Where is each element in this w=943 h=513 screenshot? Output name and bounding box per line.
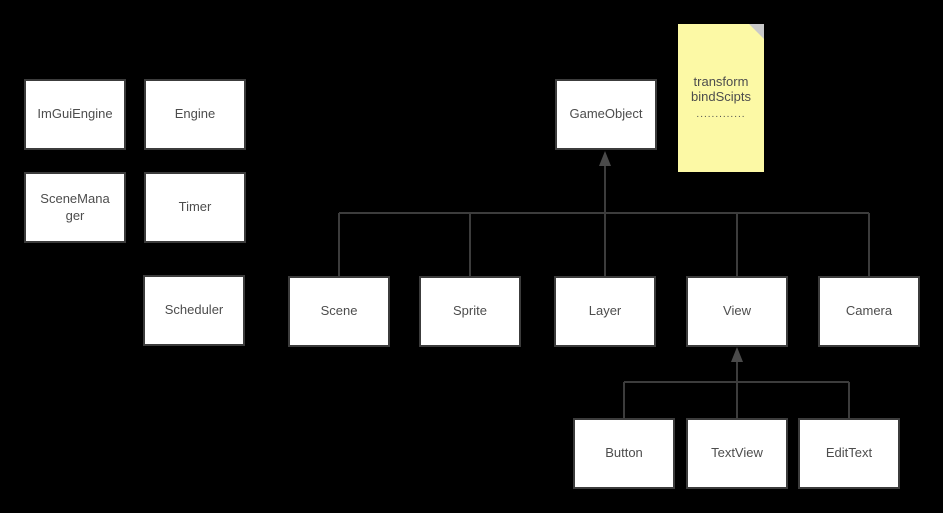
node-label: TextView <box>711 445 763 461</box>
node-gameobject[interactable]: GameObject <box>555 79 657 150</box>
node-label: SceneManager <box>40 191 110 223</box>
node-button[interactable]: Button <box>573 418 675 489</box>
arrowhead-up-gameobject-icon <box>599 151 611 166</box>
node-edittext[interactable]: EditText <box>798 418 900 489</box>
node-sprite[interactable]: Sprite <box>419 276 521 347</box>
node-imguiengine[interactable]: ImGuiEngine <box>24 79 126 150</box>
node-view[interactable]: View <box>686 276 788 347</box>
arrowhead-up-view-icon <box>731 347 743 362</box>
note-text: transform bindScipts ............. <box>691 74 751 122</box>
node-label: Button <box>605 445 643 461</box>
node-camera[interactable]: Camera <box>818 276 920 347</box>
node-label: Camera <box>845 303 893 319</box>
note-line: bindScipts <box>691 89 751 104</box>
node-scene[interactable]: Scene <box>288 276 390 347</box>
node-label: Scene <box>320 303 358 319</box>
node-scenemanager[interactable]: SceneManager <box>24 172 126 243</box>
note-line: transform <box>693 74 749 89</box>
node-timer[interactable]: Timer <box>144 172 246 243</box>
note-line-dots: ............. <box>696 109 746 120</box>
node-scheduler[interactable]: Scheduler <box>143 275 245 346</box>
node-layer[interactable]: Layer <box>554 276 656 347</box>
node-label: ImGuiEngine <box>37 106 113 122</box>
node-textview[interactable]: TextView <box>686 418 788 489</box>
node-label: Scheduler <box>164 302 224 318</box>
node-label: Layer <box>588 303 622 319</box>
node-engine[interactable]: Engine <box>144 79 246 150</box>
note-folded-corner-icon <box>749 24 764 39</box>
node-label: GameObject <box>569 106 643 122</box>
sticky-note[interactable]: transform bindScipts ............. <box>678 24 764 172</box>
node-label: EditText <box>825 445 873 461</box>
node-label: Engine <box>174 106 216 122</box>
node-label: Timer <box>178 199 212 215</box>
node-label: View <box>723 303 751 319</box>
node-label: Sprite <box>453 303 487 319</box>
